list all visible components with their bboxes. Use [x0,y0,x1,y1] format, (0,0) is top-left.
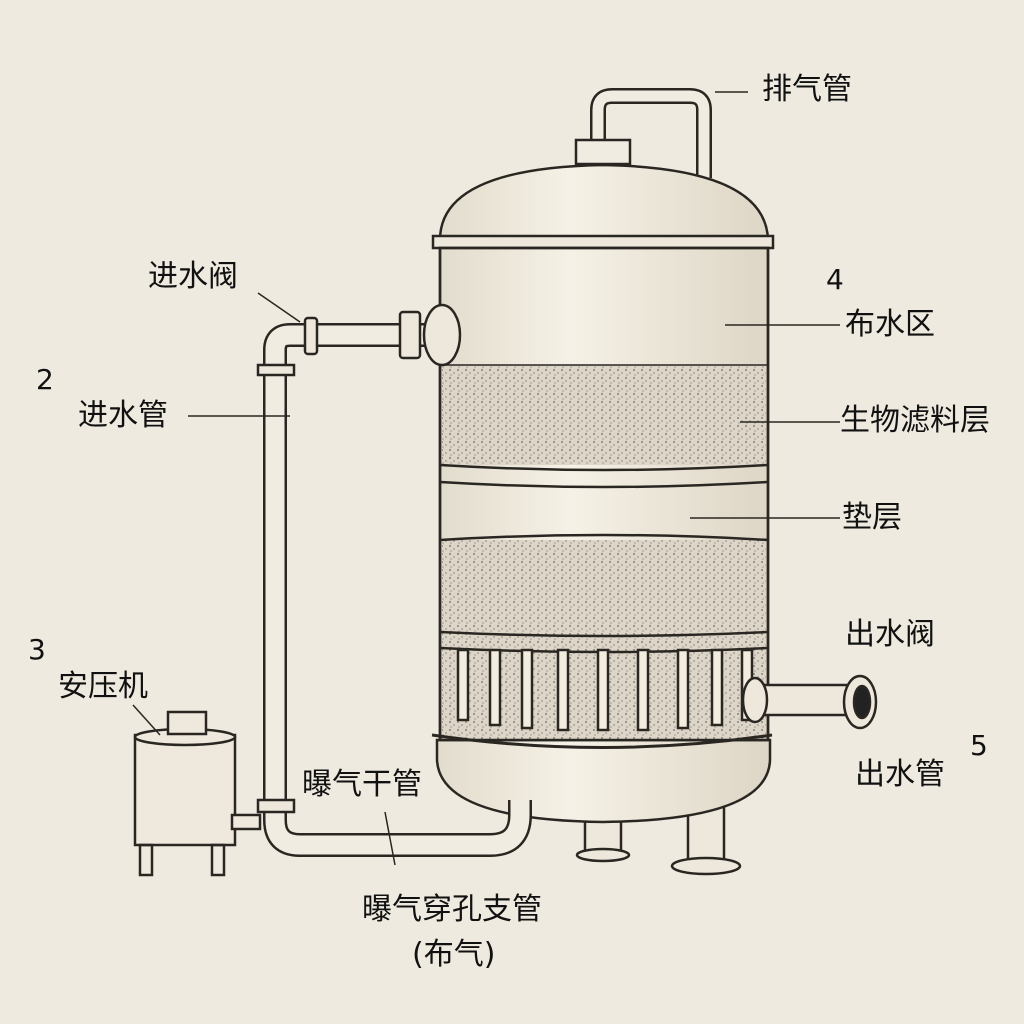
bio-filter-media [442,365,766,465]
label-exhaust-pipe: 排气管 [762,72,852,107]
support-media [442,540,766,630]
number-3: 3 [28,633,46,666]
label-distribution-zone: 布水区 [845,307,935,342]
label-inlet-pipe: 进水管 [78,398,168,433]
label-support-layer: 垫层 [842,500,902,535]
label-outlet-pipe: 出水管 [855,757,945,792]
label-outlet-valve: 出水阀 [845,617,935,652]
label-compressor: 安压机 [58,669,148,704]
outlet-pipe [741,674,878,730]
label-aeration-main: 曝气干管 [302,767,422,802]
tank-top-dome [438,163,770,242]
number-2: 2 [36,363,54,396]
number-4: 4 [826,263,844,296]
number-5: 5 [970,729,988,762]
compressor [133,710,262,877]
aeration-branch-pipes [456,648,754,732]
inlet-valve [398,310,422,360]
label-bio-filter-layer: 生物滤料层 [840,403,990,438]
label-aeration-branch-note: (布气) [412,937,496,972]
label-aeration-branch: 曝气穿孔支管 [362,892,542,927]
label-inlet-valve: 进水阀 [148,259,238,294]
